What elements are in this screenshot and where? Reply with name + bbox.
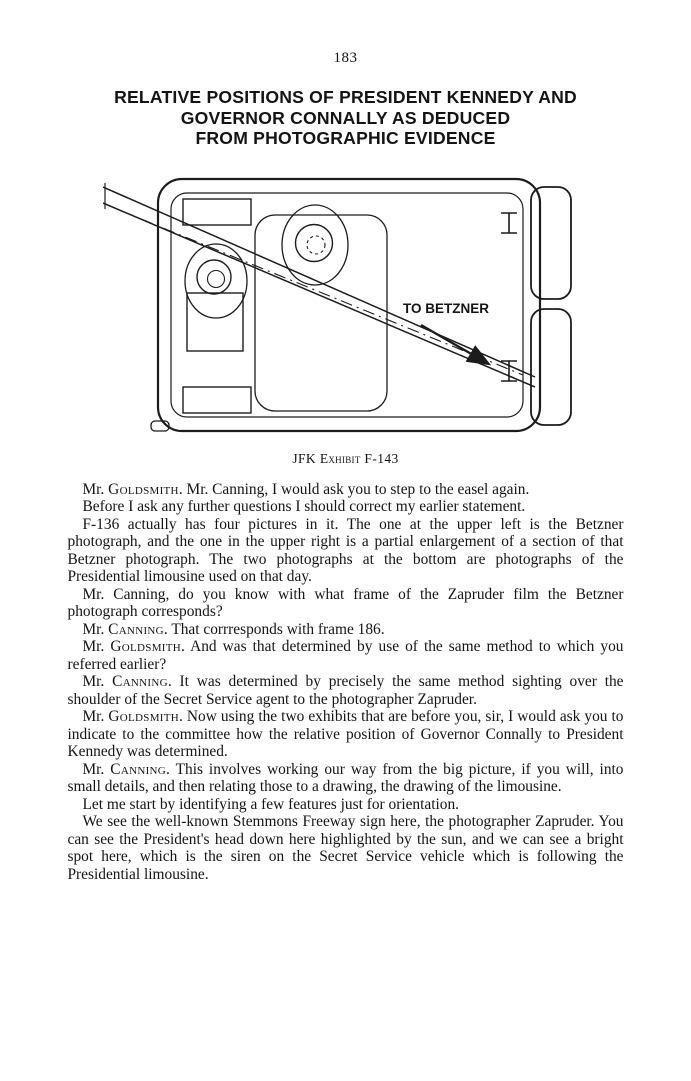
speaker-name: Canning bbox=[110, 760, 167, 778]
limousine-outline bbox=[103, 177, 572, 432]
to-betzner-label: TO BETZNER bbox=[403, 301, 489, 316]
testimony-paragraph: Before I ask any further questions I sho… bbox=[82, 498, 526, 516]
speaker-name: Canning bbox=[112, 673, 168, 691]
testimony-paragraph: Mr. Canning. That corrresponds with fram… bbox=[82, 620, 385, 638]
document-title: RELATIVE POSITIONS OF PRESIDENT KENNEDY … bbox=[0, 87, 691, 149]
limousine-top-view-diagram: TO BETZNER bbox=[103, 177, 572, 432]
testimony-paragraph: Mr. Goldsmith. And was that determined b… bbox=[67, 638, 624, 673]
centerline bbox=[140, 218, 524, 376]
testimony-paragraph: Mr. Canning, do you know with what frame… bbox=[67, 585, 624, 621]
testimony: Mr. Goldsmith. Mr. Canning, I would ask … bbox=[68, 481, 624, 884]
testimony-paragraph: Mr. Goldsmith. Mr. Canning, I would ask … bbox=[82, 480, 530, 498]
exhibit-caption: JFK Exhibit F-143 bbox=[0, 451, 691, 467]
testimony-paragraph: F-136 actually has four pictures in it. … bbox=[67, 515, 624, 586]
title-line-3: FROM PHOTOGRAPHIC EVIDENCE bbox=[195, 128, 496, 149]
limousine-diagram-figure: TO BETZNER bbox=[103, 175, 588, 439]
caption-pre: JFK bbox=[292, 450, 320, 466]
caption-smallcaps: Exhibit bbox=[319, 450, 361, 466]
testimony-paragraph: We see the well-known Stemmons Freeway s… bbox=[67, 813, 624, 883]
sight-line-2 bbox=[103, 202, 536, 388]
speaker-name: Goldsmith bbox=[108, 480, 179, 498]
speaker-name: Canning bbox=[108, 620, 164, 638]
speaker-prefix: Mr. bbox=[82, 708, 109, 726]
speaker-prefix: Mr. bbox=[82, 638, 111, 656]
betzner-arrow bbox=[420, 323, 492, 366]
occupant-right bbox=[281, 204, 349, 286]
testimony-paragraph: Let me start by identifying a few featur… bbox=[82, 795, 460, 813]
speaker-name: Goldsmith bbox=[108, 708, 180, 726]
sight-line-1 bbox=[103, 186, 536, 378]
title-line-1: RELATIVE POSITIONS OF PRESIDENT KENNEDY … bbox=[114, 87, 577, 107]
speaker-prefix: Mr. bbox=[82, 480, 109, 498]
caption-post: F-143 bbox=[360, 450, 399, 466]
speaker-prefix: Mr. bbox=[82, 673, 113, 691]
page-number: 183 bbox=[333, 50, 358, 66]
rear-seat-upper-cushion bbox=[530, 185, 572, 300]
occupant-left bbox=[184, 243, 248, 319]
testimony-paragraph: Mr. Goldsmith. Now using the two exhibit… bbox=[67, 708, 624, 761]
speaker-prefix: Mr. bbox=[82, 620, 109, 638]
testimony-paragraph: Mr. Canning. This involves working our w… bbox=[67, 760, 624, 796]
title-line-2: GOVERNOR CONNALLY AS DEDUCED bbox=[180, 107, 511, 128]
speaker-name: Goldsmith bbox=[110, 638, 182, 656]
testimony-paragraph: Mr. Canning. It was determined by precis… bbox=[67, 673, 624, 708]
speaker-prefix: Mr. bbox=[82, 760, 111, 778]
rear-seat-lower-cushion bbox=[530, 307, 572, 426]
